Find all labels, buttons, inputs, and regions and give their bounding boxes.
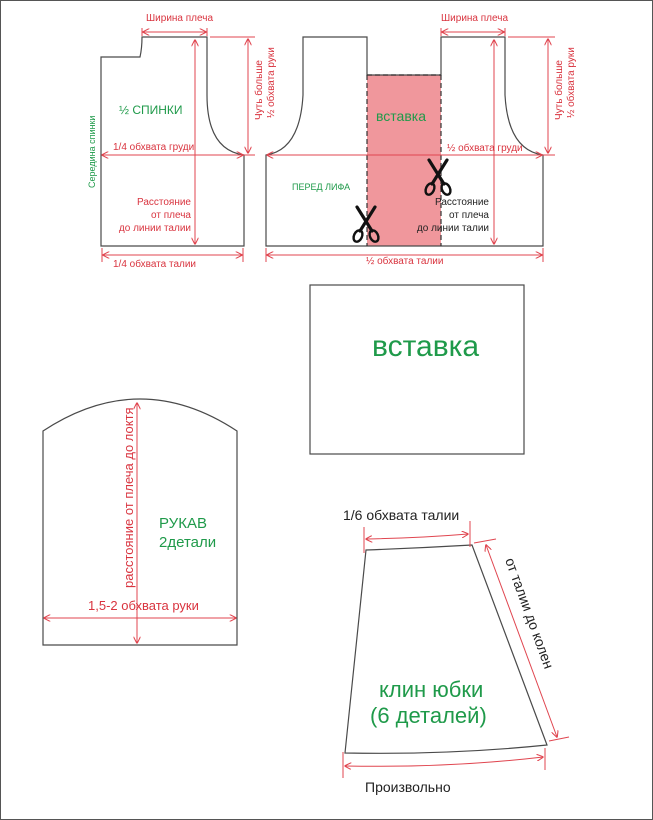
- skirt-side-label: от талии до колен: [502, 556, 557, 671]
- sleeve-title-1: РУКАВ: [159, 515, 207, 532]
- front-length-label-1: Расстояние: [435, 197, 489, 208]
- sleeve-title-2: 2детали: [159, 534, 216, 551]
- front-piece: Ширина плеча Чуть больше ½ обхвата руки …: [265, 13, 577, 267]
- back-armhole-label-2: ½ обхвата руки: [265, 47, 277, 118]
- skirt-piece: 1/6 обхвата талии от талии до колен Прои…: [342, 507, 570, 795]
- skirt-bottom-label: Произвольно: [365, 779, 451, 795]
- skirt-title-2: (6 деталей): [370, 703, 487, 728]
- front-waist-label: ½ обхвата талии: [366, 255, 443, 267]
- back-length-label-1: Расстояние: [137, 197, 191, 208]
- insert-piece: вставка: [309, 284, 525, 455]
- back-piece-title: ½ СПИНКИ: [119, 103, 183, 117]
- sleeve-length-label: расстояние от плеча до локтя: [121, 407, 136, 588]
- skirt-top-label: 1/6 обхвата талии: [343, 507, 459, 523]
- back-shoulder-width-label: Ширина плеча: [146, 13, 213, 24]
- sleeve-width-label: 1,5-2 обхвата руки: [88, 598, 199, 613]
- back-chest-label: 1/4 обхвата груди: [113, 141, 194, 153]
- front-shoulder-width-label: Ширина плеча: [441, 13, 508, 24]
- back-armhole-label-1: Чуть больше: [253, 60, 265, 120]
- front-insert-label: вставка: [376, 108, 426, 124]
- sleeve-piece: расстояние от плеча до локтя 1,5-2 обхва…: [42, 398, 238, 646]
- skirt-title-1: клин юбки: [379, 677, 483, 702]
- back-center-label: Середина спинки: [87, 116, 97, 188]
- front-chest-label: ½ обхвата груди: [447, 142, 523, 154]
- front-length-label-2: от плеча: [449, 210, 489, 221]
- front-armhole-right-label-2: ½ обхвата руки: [565, 47, 577, 118]
- front-piece-title: ПЕРЕД ЛИФА: [292, 182, 350, 192]
- back-piece: Ширина плеча Чуть больше ½ обхвата руки …: [87, 13, 277, 270]
- back-length-label-2: от плеча: [151, 210, 191, 221]
- front-armhole-right-label-1: Чуть больше: [553, 60, 565, 120]
- back-length-label-3: до линии талии: [119, 223, 191, 234]
- insert-piece-title: вставка: [372, 330, 479, 363]
- back-waist-label: 1/4 обхвата талии: [113, 258, 196, 270]
- front-length-label-3: до линии талии: [417, 223, 489, 234]
